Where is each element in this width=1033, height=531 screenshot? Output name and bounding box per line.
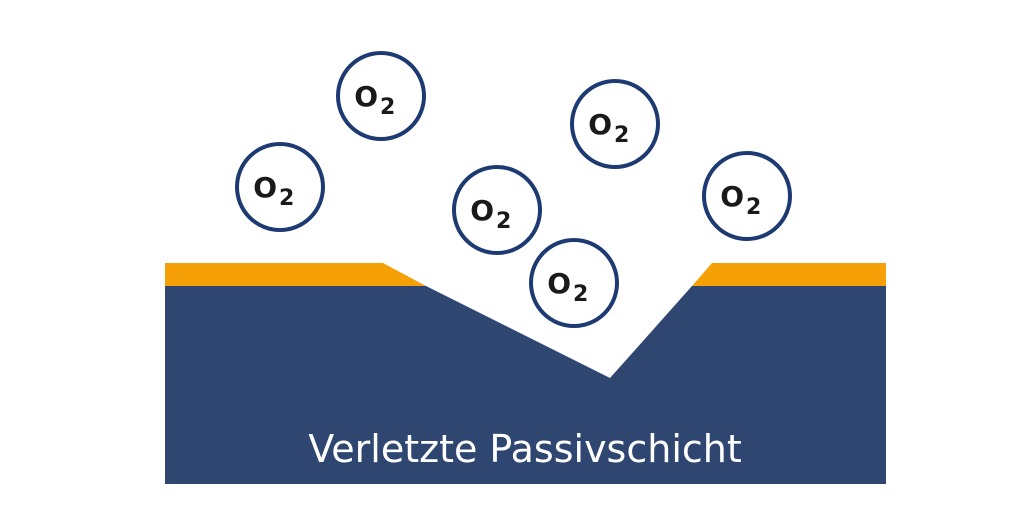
- o2-subscript: 2: [614, 123, 629, 148]
- o2-symbol: O: [354, 80, 378, 113]
- o2-subscript: 2: [496, 209, 511, 234]
- o2-molecule: O 2: [452, 165, 542, 255]
- o2-molecule: O 2: [570, 79, 660, 169]
- o2-symbol: O: [588, 108, 612, 141]
- o2-subscript: 2: [380, 95, 395, 120]
- o2-symbol: O: [720, 180, 744, 213]
- o2-subscript: 2: [279, 186, 294, 211]
- o2-symbol: O: [547, 267, 571, 300]
- o2-subscript: 2: [573, 282, 588, 307]
- metal-substrate: [165, 286, 886, 484]
- o2-molecule: O 2: [529, 238, 619, 328]
- passive-layer-left: [165, 263, 426, 286]
- o2-molecule: O 2: [702, 151, 792, 241]
- o2-subscript: 2: [746, 195, 761, 220]
- o2-symbol: O: [470, 194, 494, 227]
- passive-layer-right: [692, 263, 886, 286]
- o2-molecule: O 2: [235, 142, 325, 232]
- o2-symbol: O: [253, 171, 277, 204]
- diagram-caption: Verletzte Passivschicht: [308, 427, 742, 471]
- o2-molecule: O 2: [336, 51, 426, 141]
